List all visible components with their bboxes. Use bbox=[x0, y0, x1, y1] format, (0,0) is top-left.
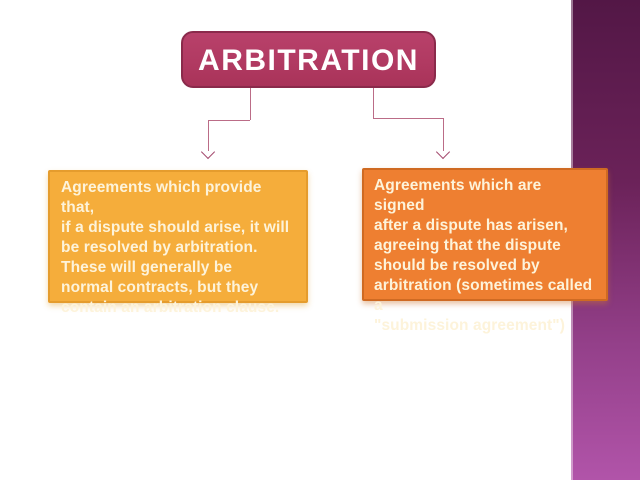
arbitration-clause-box: Agreements which provide that, if a disp… bbox=[48, 170, 308, 316]
submission-agreement-box: Agreements which are signed after a disp… bbox=[362, 168, 608, 334]
arrow-down-icon bbox=[200, 144, 216, 160]
connector-line-right bbox=[373, 88, 374, 118]
connector-line-left bbox=[208, 120, 250, 121]
definition-text-right: Agreements which are signed after a disp… bbox=[374, 177, 593, 334]
slide-title: ARBITRATION bbox=[198, 43, 419, 77]
arrow-down-icon bbox=[435, 144, 451, 160]
title-box: ARBITRATION bbox=[181, 31, 436, 88]
connector-line-left bbox=[250, 88, 251, 120]
definition-text-left: Agreements which provide that, if a disp… bbox=[61, 179, 290, 316]
connector-line-left bbox=[208, 120, 209, 151]
connector-line-right bbox=[373, 118, 443, 119]
connector-line-right bbox=[443, 118, 444, 151]
